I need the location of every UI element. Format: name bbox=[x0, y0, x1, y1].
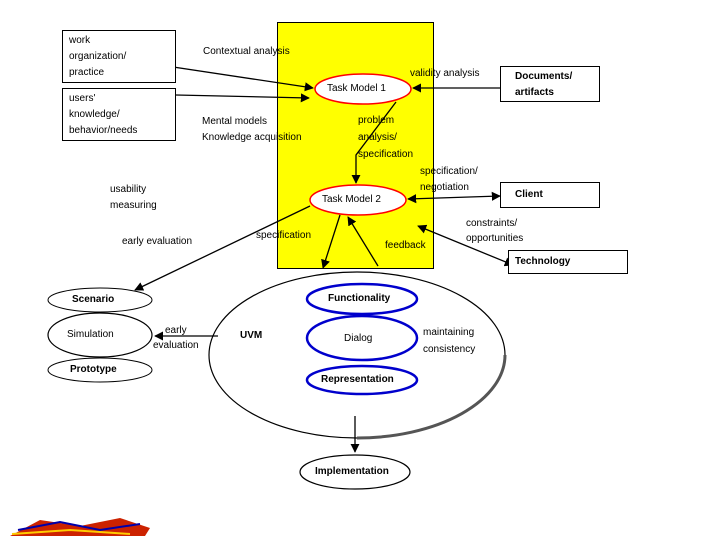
early-evaluation-2-label: early evaluation bbox=[153, 323, 199, 353]
usability-line-1: usability bbox=[110, 184, 147, 195]
task-model-1-label: Task Model 1 bbox=[327, 83, 386, 94]
usability-measuring-label: usability measuring bbox=[110, 182, 157, 214]
problem-line-1: problem bbox=[358, 115, 395, 126]
scenario-label: Scenario bbox=[72, 294, 115, 305]
problem-line-2: analysis/ bbox=[358, 132, 397, 143]
technology-label: Technology bbox=[515, 256, 571, 267]
validity-analysis-label: validity analysis bbox=[410, 68, 480, 79]
yellow-region bbox=[277, 22, 434, 269]
users-line-3: behavior/needs bbox=[69, 125, 138, 136]
usability-line-2: measuring bbox=[110, 200, 157, 211]
users-line-2: knowledge/ bbox=[69, 109, 120, 120]
implementation-label: Implementation bbox=[315, 466, 389, 477]
scenario-ellipse bbox=[47, 287, 153, 313]
early-evaluation-2-line-2: evaluation bbox=[153, 340, 199, 351]
early-evaluation-label: early evaluation bbox=[122, 236, 193, 247]
task-model-2-label: Task Model 2 bbox=[322, 194, 381, 205]
technology-box: Technology bbox=[508, 250, 628, 274]
maintaining-line-1: maintaining bbox=[423, 327, 475, 338]
spec-negotiation-line-2: negotiation bbox=[420, 182, 469, 193]
mental-models-label: Mental models Knowledge acquisition bbox=[202, 114, 302, 146]
constraints-label: constraints/ opportunities bbox=[466, 216, 523, 246]
feedback-label: feedback bbox=[385, 240, 426, 251]
problem-analysis-label: problem analysis/ specification bbox=[358, 112, 413, 163]
mental-models-line-2: Knowledge acquisition bbox=[202, 132, 302, 143]
work-line-2: organization/ bbox=[69, 51, 127, 62]
spec-negotiation-line-1: specification/ bbox=[420, 166, 478, 177]
representation-label: Representation bbox=[321, 374, 394, 385]
documents-box: Documents/ artifacts bbox=[500, 66, 600, 102]
constraints-line-2: opportunities bbox=[466, 233, 524, 244]
early-evaluation-2-line-1: early bbox=[164, 325, 187, 336]
documents-line-1: Documents/ bbox=[515, 71, 573, 82]
prototype-ellipse bbox=[47, 357, 153, 383]
simulation-label: Simulation bbox=[67, 329, 114, 340]
task-model-2-ellipse bbox=[309, 184, 407, 216]
client-label: Client bbox=[515, 189, 543, 200]
prototype-label: Prototype bbox=[70, 364, 117, 375]
problem-line-3: specification bbox=[358, 149, 414, 160]
specification-label: specification bbox=[256, 230, 312, 241]
dialog-label: Dialog bbox=[344, 333, 373, 344]
task-model-1-ellipse bbox=[314, 73, 412, 105]
maintaining-line-2: consistency bbox=[423, 344, 476, 355]
users-line-1: users' bbox=[69, 93, 96, 104]
representation-ellipse bbox=[305, 364, 419, 396]
maintaining-consistency-label: maintaining consistency bbox=[423, 324, 475, 358]
dialog-ellipse bbox=[305, 314, 419, 362]
spec-negotiation-label: specification/ negotiation bbox=[420, 164, 478, 196]
functionality-label: Functionality bbox=[328, 293, 391, 304]
constraints-line-1: constraints/ bbox=[466, 218, 518, 229]
contextual-analysis-label: Contextual analysis bbox=[203, 46, 290, 57]
work-line-1: work bbox=[69, 35, 91, 46]
footer-logo-icon bbox=[10, 518, 150, 536]
documents-line-2: artifacts bbox=[515, 87, 554, 98]
uvm-label: UVM bbox=[240, 330, 263, 341]
work-organization-box: work organization/ practice bbox=[62, 30, 176, 83]
simulation-ellipse bbox=[47, 312, 153, 358]
mental-models-line-1: Mental models bbox=[202, 116, 268, 127]
implementation-ellipse bbox=[299, 454, 411, 490]
functionality-ellipse bbox=[305, 282, 419, 316]
client-box: Client bbox=[500, 182, 600, 208]
users-box: users' knowledge/ behavior/needs bbox=[62, 88, 176, 141]
work-line-3: practice bbox=[69, 67, 105, 78]
